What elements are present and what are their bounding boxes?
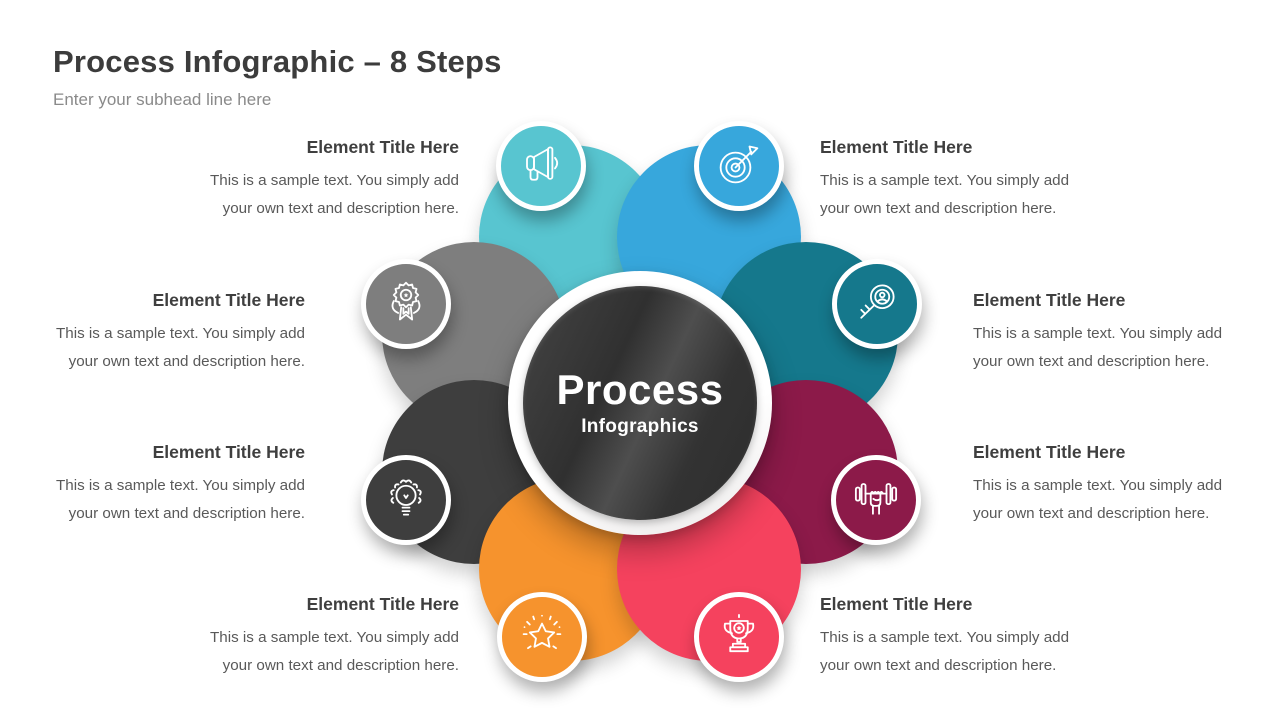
- step-7-title: Element Title Here: [152, 442, 305, 462]
- step-1-title: Element Title Here: [306, 137, 459, 157]
- slide-header: Process Infographic – 8 Steps Enter your…: [53, 44, 502, 110]
- step-8-title: Element Title Here: [152, 290, 305, 310]
- step-8-bubble: [361, 259, 451, 349]
- step-7-bubble: [361, 455, 451, 545]
- step-5-title: Element Title Here: [820, 594, 973, 614]
- step-4-title: Element Title Here: [973, 442, 1126, 462]
- dumbbell-icon: [848, 470, 904, 531]
- center-circle-core: Process Infographics: [523, 286, 757, 520]
- step-5-bubble: [694, 592, 784, 682]
- step-3-title: Element Title Here: [973, 290, 1126, 310]
- step-6-description: This is a sample text. You simply add yo…: [209, 629, 459, 674]
- step-3-text: Element Title Here This is a sample text…: [973, 290, 1245, 375]
- step-7-text: Element Title Here This is a sample text…: [33, 442, 305, 527]
- step-2-bubble: [694, 121, 784, 211]
- page-subtitle: Enter your subhead line here: [53, 90, 272, 109]
- step-5-text: Element Title Here This is a sample text…: [820, 594, 1092, 679]
- step-4-bubble: [831, 455, 921, 545]
- center-circle: Process Infographics: [508, 271, 772, 535]
- step-2-description: This is a sample text. You simply add yo…: [820, 172, 1070, 217]
- step-1-bubble: [496, 121, 586, 211]
- step-7-description: This is a sample text. You simply add yo…: [55, 477, 305, 522]
- step-2-title: Element Title Here: [820, 137, 973, 157]
- trophy-icon: [711, 607, 767, 668]
- target-icon: [711, 136, 767, 197]
- key-icon: [849, 274, 905, 335]
- award-badge-icon: [378, 274, 434, 335]
- step-3-description: This is a sample text. You simply add yo…: [973, 325, 1223, 370]
- step-1-description: This is a sample text. You simply add yo…: [209, 172, 459, 217]
- step-5-description: This is a sample text. You simply add yo…: [820, 629, 1070, 674]
- center-title: Process: [556, 365, 724, 413]
- step-2-text: Element Title Here This is a sample text…: [820, 137, 1092, 222]
- step-8-description: This is a sample text. You simply add yo…: [55, 325, 305, 370]
- step-4-description: This is a sample text. You simply add yo…: [973, 477, 1223, 522]
- step-8-text: Element Title Here This is a sample text…: [33, 290, 305, 375]
- star-icon: [514, 607, 570, 668]
- step-1-text: Element Title Here This is a sample text…: [187, 137, 459, 222]
- step-3-bubble: [832, 259, 922, 349]
- idea-bulb-icon: [378, 470, 434, 531]
- step-6-bubble: [497, 592, 587, 682]
- step-6-text: Element Title Here This is a sample text…: [187, 594, 459, 679]
- step-6-title: Element Title Here: [306, 594, 459, 614]
- megaphone-icon: [513, 136, 569, 197]
- page-title: Process Infographic – 8 Steps: [53, 44, 502, 79]
- center-subtitle: Infographics: [581, 416, 699, 438]
- step-4-text: Element Title Here This is a sample text…: [973, 442, 1245, 527]
